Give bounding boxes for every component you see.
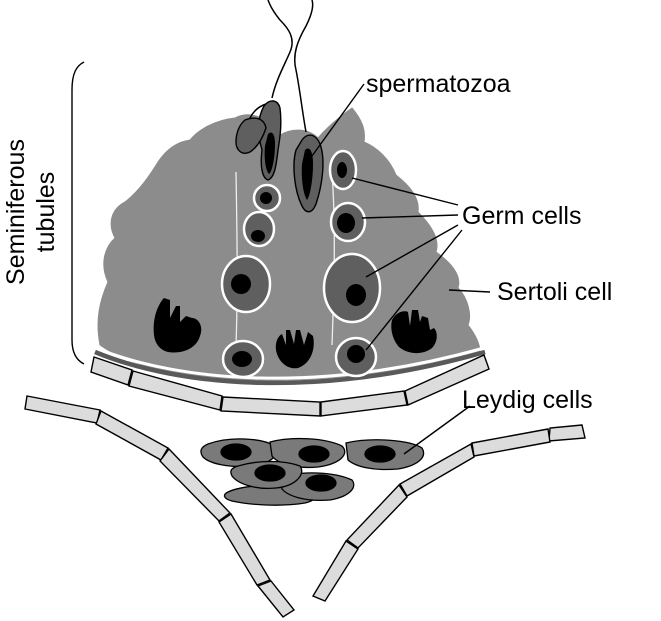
germ-cells-leader — [365, 229, 463, 351]
germ-cell-nucleus — [337, 162, 347, 178]
sertoli-nuclei — [153, 298, 437, 369]
leader-lines — [311, 83, 491, 455]
germ-cell-nucleus — [337, 213, 355, 233]
boundary-cell — [24, 395, 101, 424]
germ-cells-label: Germ cells — [462, 202, 581, 230]
myoid-cell — [128, 370, 223, 411]
myoid-cell-layer — [90, 354, 490, 417]
seminiferous-tubules-bracket — [71, 61, 85, 365]
boundary-cell — [345, 483, 408, 549]
spermatozoon-tail — [267, 0, 293, 99]
spermatozoon-tail — [294, 0, 314, 133]
germ-cell-nuclei — [231, 162, 366, 367]
boundary-cell — [311, 540, 359, 602]
leydig-nucleus — [254, 464, 286, 482]
sertoli-cell-border — [331, 171, 335, 346]
germ-cell-nucleus — [232, 351, 252, 367]
leydig-cells-label: Leydig cells — [462, 386, 593, 414]
spermatozoa-heads — [235, 100, 324, 213]
spermatozoa-label: spermatozoa — [366, 70, 511, 98]
boundary-cell — [256, 580, 296, 618]
leydig-cells-leader — [403, 405, 471, 455]
sertoli-nucleus — [153, 298, 202, 353]
myoid-cell — [404, 354, 490, 406]
seminiferous-label: Seminiferous — [2, 139, 30, 285]
leydig-nucleus — [220, 443, 252, 461]
sertoli-cell-label: Sertoli cell — [497, 278, 612, 306]
germ-cell-nucleus — [231, 274, 251, 294]
interstitial-boundary-right — [311, 424, 586, 602]
germ-cells-leader — [365, 224, 459, 278]
spermatozoa-leader — [311, 83, 365, 157]
myoid-cell — [90, 356, 133, 386]
spermatozoon-nucleus — [301, 148, 313, 200]
basement-membrane-white — [95, 346, 485, 380]
leydig-nucleus — [305, 474, 337, 492]
spermatozoon-tail — [249, 103, 267, 119]
sertoli-nucleus — [275, 330, 314, 369]
leydig-nucleus — [298, 445, 330, 463]
boundary-cell — [548, 424, 586, 442]
boundary-cell — [159, 447, 232, 522]
spermatozoon-head — [235, 117, 267, 154]
interstitial-boundary-left — [24, 395, 296, 618]
leydig-cell-cluster — [200, 437, 425, 506]
spermatozoa-tails — [249, 0, 314, 133]
basement-membrane — [94, 349, 486, 386]
tubules-label: tubules — [32, 172, 60, 253]
boundary-cell — [471, 428, 551, 457]
boundary-cell — [218, 513, 272, 586]
germ-cells-leader — [351, 177, 459, 206]
germ-cells-leader — [361, 214, 459, 219]
myoid-cell — [320, 390, 408, 417]
germ-cell-nucleus — [251, 230, 265, 242]
leydig-nucleus — [364, 445, 396, 463]
spermatozoon-nucleus — [264, 132, 275, 174]
sertoli-nucleus — [391, 310, 437, 354]
sertoli-cell-leader — [448, 289, 491, 293]
germ-cell-nucleus — [346, 284, 366, 306]
myoid-cell — [220, 396, 321, 417]
germ-cell-nucleus — [260, 192, 272, 204]
germ-cell-nucleus — [347, 345, 365, 363]
boundary-cell — [95, 409, 169, 461]
